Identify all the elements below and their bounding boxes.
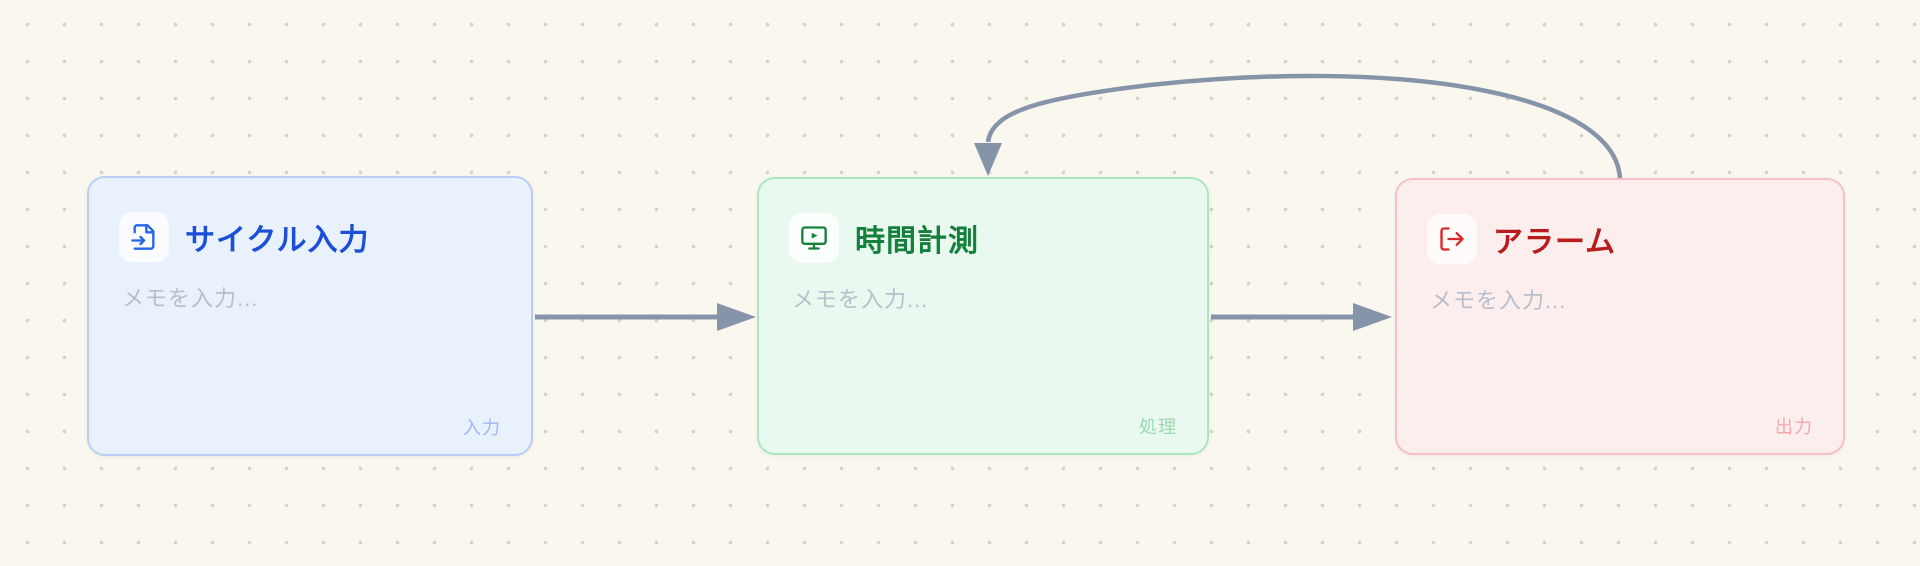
node-type-badge: 出力: [1775, 417, 1813, 437]
node-title: 時間計測: [855, 225, 979, 258]
arrowhead-right-icon: [717, 303, 756, 331]
log-out-icon: [1427, 214, 1477, 264]
edge-output-to-process-feedback[interactable]: [974, 73, 1623, 180]
arrowhead-right-icon: [1353, 303, 1392, 331]
memo-input[interactable]: メモを入力...: [792, 287, 929, 312]
arrowhead-down-icon: [974, 143, 1002, 176]
node-cycle-input[interactable]: サイクル入力 メモを入力... 入力: [87, 176, 533, 456]
memo-input[interactable]: メモを入力...: [122, 286, 259, 311]
edge-process-to-output[interactable]: [1211, 303, 1392, 331]
node-type-badge: 入力: [463, 418, 501, 438]
memo-input[interactable]: メモを入力...: [1430, 288, 1567, 313]
node-type-badge: 処理: [1139, 417, 1177, 437]
node-title: サイクル入力: [185, 224, 370, 257]
edge-input-to-process[interactable]: [535, 303, 756, 331]
node-time-measure[interactable]: 時間計測 メモを入力... 処理: [757, 177, 1209, 455]
node-header: サイクル入力: [89, 178, 531, 262]
file-input-icon: [119, 212, 169, 262]
node-header: アラーム: [1397, 180, 1843, 264]
node-header: 時間計測: [759, 179, 1207, 263]
node-alarm[interactable]: アラーム メモを入力... 出力: [1395, 178, 1845, 455]
node-title: アラーム: [1493, 226, 1617, 259]
monitor-play-icon: [789, 213, 839, 263]
